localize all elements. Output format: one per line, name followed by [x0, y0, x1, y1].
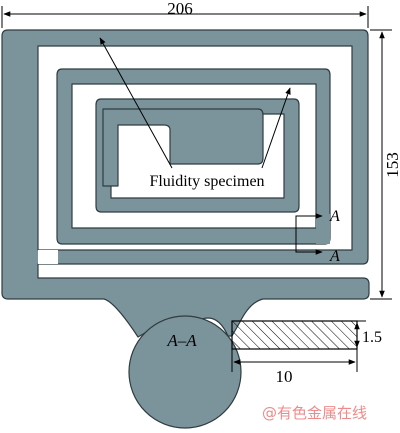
dim-10-label: 10 — [276, 367, 293, 386]
leader-arrow-left — [99, 37, 173, 169]
leader-arrow-right — [261, 87, 291, 169]
specimen-label: Fluidity specimen — [149, 173, 264, 190]
section-marker-top-label: A — [329, 208, 340, 225]
dim-1-5-label: 1.5 — [362, 329, 382, 346]
section-marker-bottom-label: A — [329, 248, 340, 265]
section-view-label: A–A — [166, 331, 197, 350]
section-aa-hatch — [231, 320, 358, 350]
spiral-arm-4 — [102, 108, 264, 187]
channel-gap-1 — [38, 250, 58, 264]
watermark: @有色金属在线 — [262, 404, 367, 422]
dim-206-label: 206 — [167, 0, 193, 18]
channel-gap-2 — [316, 214, 330, 244]
dim-153-label: 153 — [383, 152, 400, 178]
sprue-circle — [128, 315, 242, 429]
